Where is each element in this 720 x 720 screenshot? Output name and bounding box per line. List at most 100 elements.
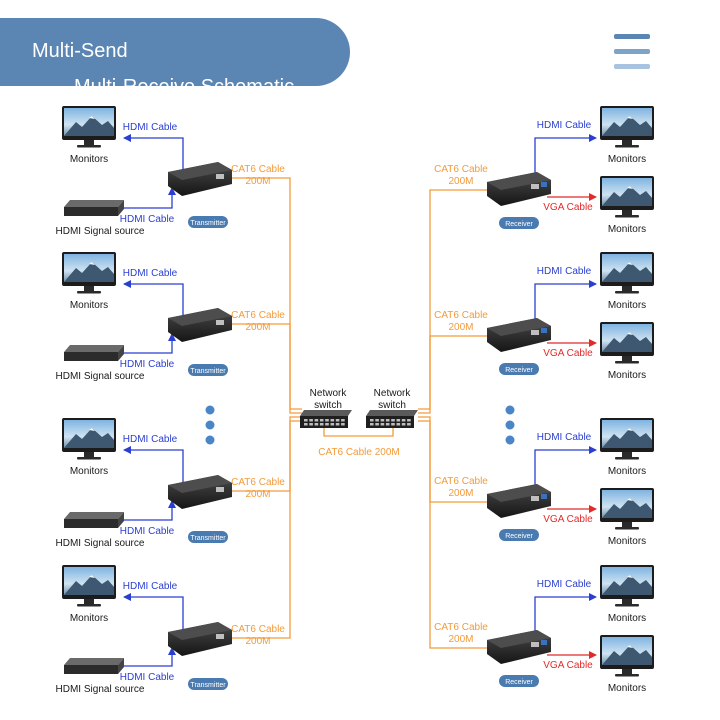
monitor-base bbox=[615, 457, 639, 460]
transmitter-badge: Transmitter bbox=[190, 220, 226, 227]
menu-bar bbox=[614, 64, 650, 69]
switch-top bbox=[300, 410, 352, 416]
monitors-label: Monitors bbox=[608, 154, 646, 165]
device-vga-port bbox=[541, 182, 547, 187]
switch-port bbox=[401, 419, 406, 422]
source-top bbox=[64, 345, 124, 352]
switch-port bbox=[309, 419, 313, 422]
title-line-2: Multi-Receive Schematic bbox=[74, 76, 295, 98]
ellipsis-dot bbox=[205, 405, 215, 415]
device-port bbox=[216, 634, 224, 639]
monitor-snowcap bbox=[89, 428, 95, 431]
monitor-neck bbox=[622, 140, 632, 145]
switch-port bbox=[341, 419, 345, 422]
transmitter-badge: Transmitter bbox=[190, 682, 226, 689]
monitor-base bbox=[615, 604, 639, 607]
switch-port bbox=[407, 423, 411, 426]
monitor bbox=[600, 565, 654, 607]
hdmi-to-monitor-line bbox=[123, 446, 184, 485]
receiver-badge-bg bbox=[499, 529, 539, 541]
monitors-label: Monitors bbox=[70, 154, 108, 165]
source-side bbox=[118, 345, 124, 361]
monitor-mountains bbox=[602, 645, 652, 665]
monitor-base bbox=[615, 527, 639, 530]
switch-port bbox=[380, 419, 385, 422]
hdmi-cable-label: HDMI Cable bbox=[123, 434, 178, 445]
monitor-snowcap bbox=[627, 645, 633, 648]
hdmi-source-device bbox=[64, 200, 124, 216]
monitor bbox=[62, 418, 116, 460]
hdmi-cable-label: HDMI Cable bbox=[120, 526, 175, 537]
cat6-line bbox=[232, 323, 302, 414]
transmitter-badge-bg bbox=[188, 216, 228, 228]
source-front bbox=[64, 207, 118, 216]
ellipsis-dot bbox=[505, 420, 515, 430]
monitor bbox=[600, 176, 654, 218]
hdmi-cable-label: HDMI Cable bbox=[123, 581, 178, 592]
switch-port bbox=[375, 423, 379, 426]
cat6-length-label: 200M bbox=[245, 322, 270, 333]
switch-front bbox=[366, 416, 414, 428]
monitor-base bbox=[77, 457, 101, 460]
monitor-neck bbox=[622, 452, 632, 457]
monitor-neck bbox=[622, 599, 632, 604]
monitor-mountains bbox=[602, 332, 652, 352]
device-top bbox=[487, 484, 551, 502]
device-port bbox=[531, 330, 539, 335]
monitor bbox=[600, 488, 654, 530]
cat6-length-label: 200M bbox=[448, 322, 473, 333]
monitor-neck bbox=[622, 210, 632, 215]
receiver-badge: Receiver bbox=[505, 221, 533, 228]
transmitter-device bbox=[168, 622, 232, 656]
monitor-mountains bbox=[602, 428, 652, 448]
source-front bbox=[64, 352, 118, 361]
switch-port bbox=[314, 423, 319, 426]
switch-port bbox=[314, 419, 319, 422]
hdmi-source-device bbox=[64, 512, 124, 528]
device-vga-port bbox=[541, 640, 547, 645]
monitor-neck bbox=[84, 286, 94, 291]
transmitter-badge-bg bbox=[188, 531, 228, 543]
monitor-neck bbox=[622, 522, 632, 527]
monitor-mountains bbox=[64, 575, 114, 595]
hdmi-cable-label: HDMI Cable bbox=[123, 122, 178, 133]
switch-port bbox=[335, 423, 340, 426]
switch-port bbox=[325, 423, 329, 426]
device-vga-port bbox=[541, 328, 547, 333]
device-top bbox=[487, 630, 551, 648]
receiver-badge: Receiver bbox=[505, 367, 533, 374]
title-line-1: Multi-Send bbox=[32, 40, 128, 62]
hdmi-cable-label: HDMI Cable bbox=[537, 120, 592, 131]
source-side bbox=[118, 200, 124, 216]
monitor-mountains bbox=[602, 186, 652, 206]
transmitter-badge-bg bbox=[188, 364, 228, 376]
monitor-snowcap bbox=[627, 428, 633, 431]
monitor-neck bbox=[84, 452, 94, 457]
hdmi-from-source-line bbox=[124, 333, 176, 354]
hdmi-to-monitor-line bbox=[534, 446, 597, 488]
monitors-label: Monitors bbox=[608, 370, 646, 381]
hdmi-cable-label: HDMI Cable bbox=[537, 432, 592, 443]
monitor-snowcap bbox=[89, 262, 95, 265]
monitor bbox=[62, 106, 116, 148]
transmitter-device bbox=[168, 162, 232, 196]
source-top bbox=[64, 200, 124, 207]
source-front bbox=[64, 519, 118, 528]
cat6-length-label: 200M bbox=[245, 489, 270, 500]
monitors-label: Monitors bbox=[608, 613, 646, 624]
monitor-neck bbox=[622, 669, 632, 674]
switch-port bbox=[396, 419, 401, 422]
network-switch bbox=[300, 410, 352, 428]
monitor-snowcap bbox=[627, 186, 633, 189]
vga-cable-label: VGA Cable bbox=[543, 514, 593, 525]
cat6-length-label: 200M bbox=[448, 176, 473, 187]
switch-link-line bbox=[323, 428, 394, 437]
switch-port bbox=[309, 423, 313, 426]
monitor bbox=[600, 418, 654, 460]
monitor-mountains bbox=[602, 575, 652, 595]
monitor-base bbox=[77, 291, 101, 294]
cat6-length-label: 200M bbox=[245, 176, 270, 187]
hdmi-cable-label: HDMI Cable bbox=[120, 359, 175, 370]
menu-icon[interactable] bbox=[614, 34, 650, 74]
